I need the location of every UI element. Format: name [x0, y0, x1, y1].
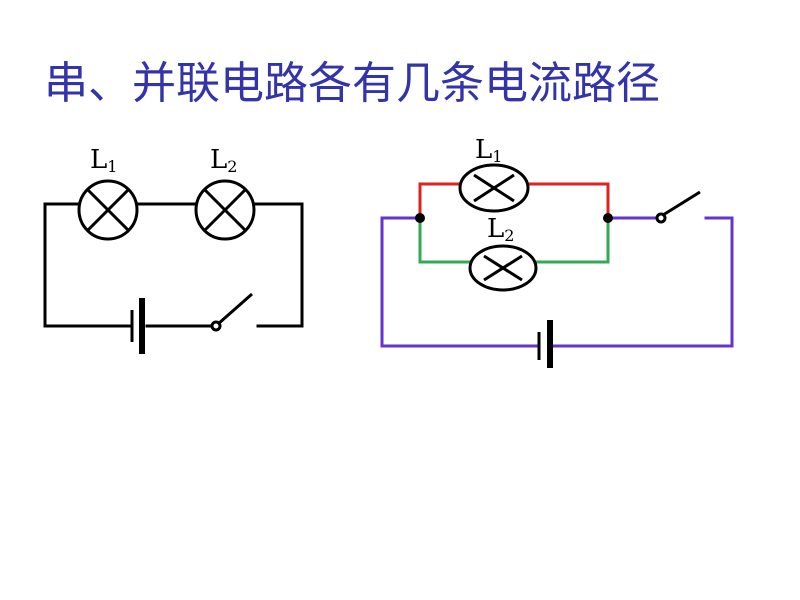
- series-circuit: L1 L2: [43, 145, 304, 354]
- parallel-lamp-2-label: L2: [487, 214, 514, 245]
- series-lamp-1-label: L1: [90, 145, 117, 176]
- parallel-lamp-1: L1: [458, 135, 530, 213]
- series-lamp-2-label: L2: [210, 145, 237, 176]
- parallel-main-wires: [380, 216, 734, 348]
- parallel-lamp-1-label: L1: [475, 135, 502, 166]
- series-switch-icon: [210, 292, 253, 332]
- parallel-circuit: L1 L2: [380, 135, 734, 368]
- lamp-symbol-icon: [458, 163, 530, 213]
- parallel-branch-2-wires: [418, 216, 610, 264]
- slide-title: 串、并联电路各有几条电流路径: [44, 58, 660, 109]
- parallel-branch-1-wires: [418, 182, 610, 220]
- lamp-symbol-icon: [77, 179, 139, 241]
- parallel-junction-dots: [415, 213, 613, 223]
- series-lamp-1: L1: [77, 145, 139, 241]
- parallel-switch-icon: [655, 190, 701, 224]
- series-wires: [43, 202, 304, 328]
- series-battery-icon: [130, 298, 145, 354]
- series-lamp-2: L2: [194, 145, 256, 241]
- parallel-battery-icon: [537, 320, 553, 368]
- lamp-symbol-icon: [468, 244, 538, 292]
- lamp-symbol-icon: [194, 179, 256, 241]
- parallel-lamp-2: L2: [468, 214, 538, 292]
